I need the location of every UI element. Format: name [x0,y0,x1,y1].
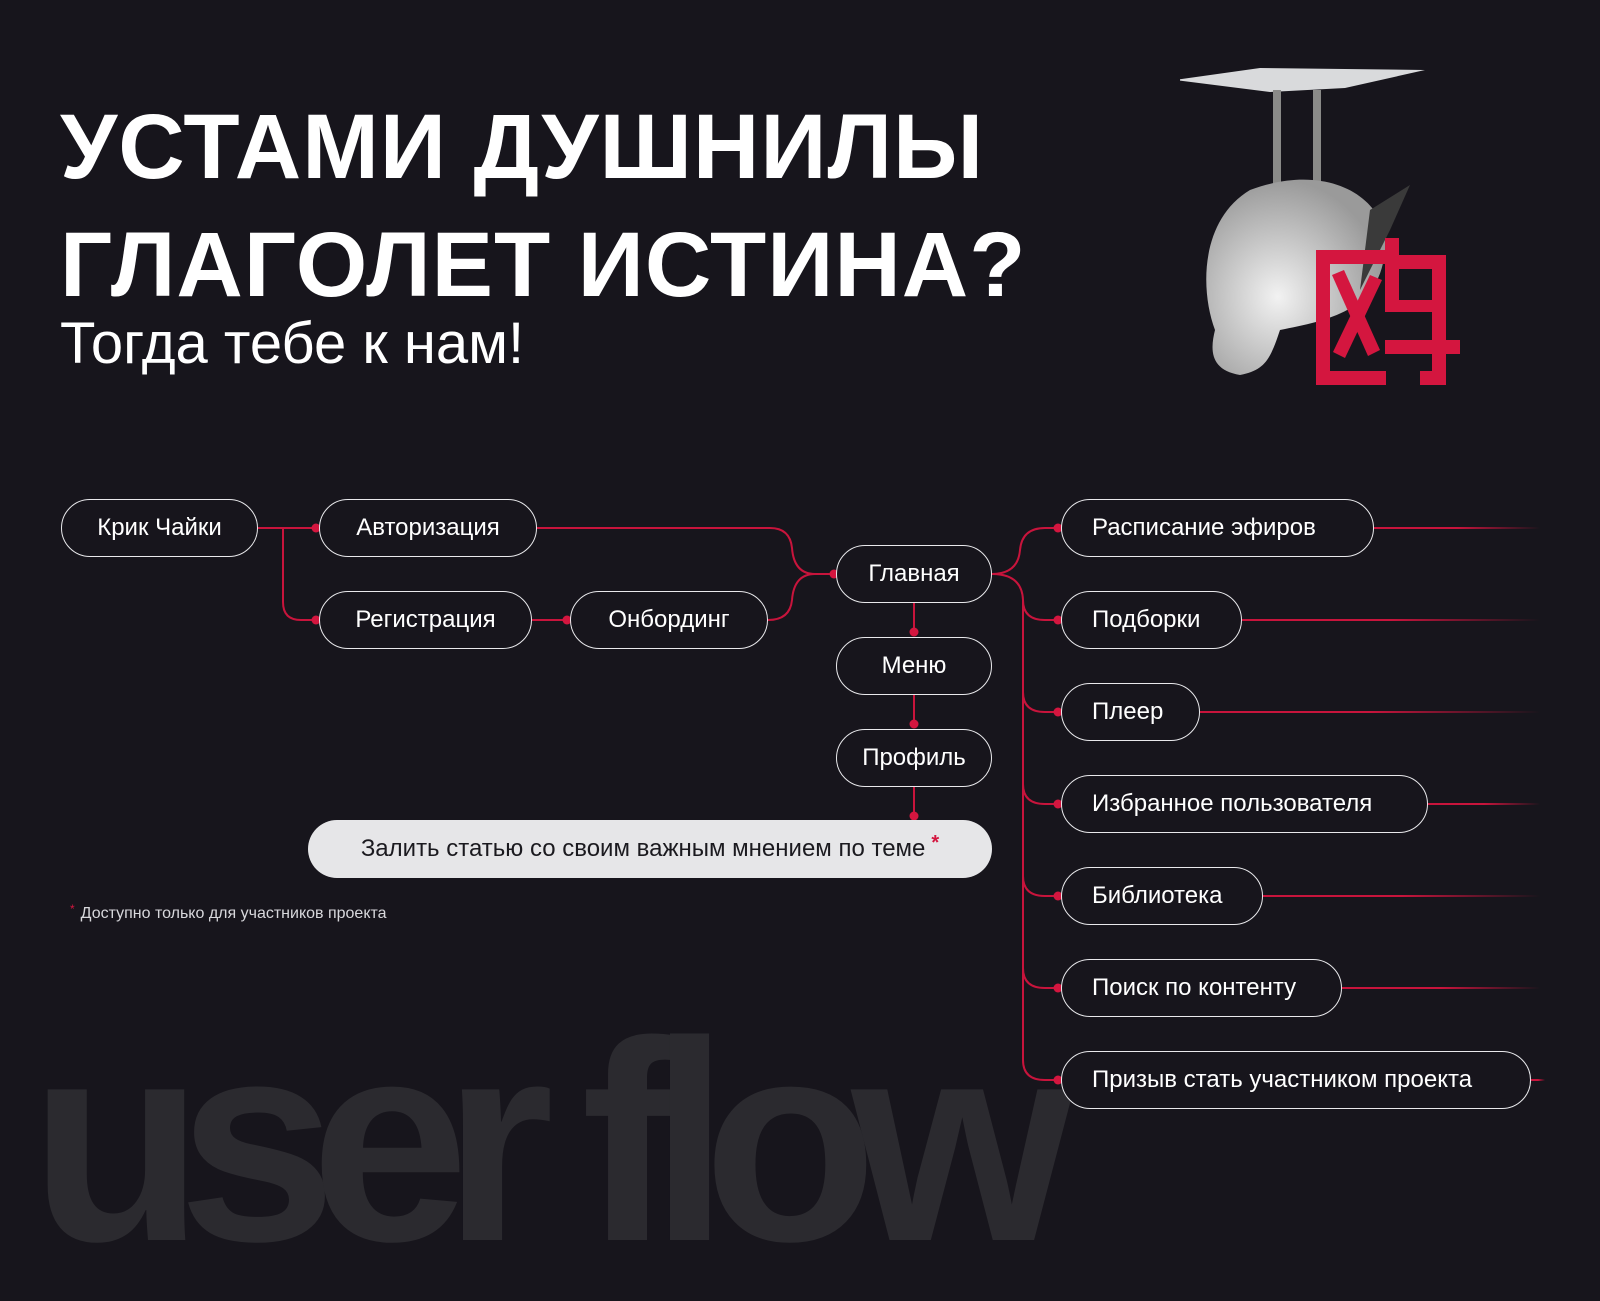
node-menu: Меню [836,637,992,695]
node-branch-collections: Подборки [1061,591,1242,649]
footnote-mark: * [70,902,75,916]
footnote: * Доступно только для участников проекта [70,905,387,923]
footnote-text: Доступно только для участников проекта [81,905,387,922]
node-branch-join: Призыв стать участником проекта [1061,1051,1531,1109]
node-branch-favorites: Избранное пользователя [1061,775,1428,833]
node-profile: Профиль [836,729,992,787]
node-upload-article: Залить статью со своим важным мнением по… [308,820,992,878]
upload-label: Залить статью со своим важным мнением по… [361,835,926,863]
node-onboarding: Онбординг [570,591,768,649]
node-auth: Авторизация [319,499,537,557]
node-branch-search: Поиск по контенту [1061,959,1342,1017]
node-main: Главная [836,545,992,603]
node-branch-library: Библиотека [1061,867,1263,925]
members-only-mark: * [931,832,939,855]
node-start: Крик Чайки [61,499,258,557]
node-registration: Регистрация [319,591,532,649]
node-branch-schedule: Расписание эфиров [1061,499,1374,557]
node-branch-player: Плеер [1061,683,1200,741]
